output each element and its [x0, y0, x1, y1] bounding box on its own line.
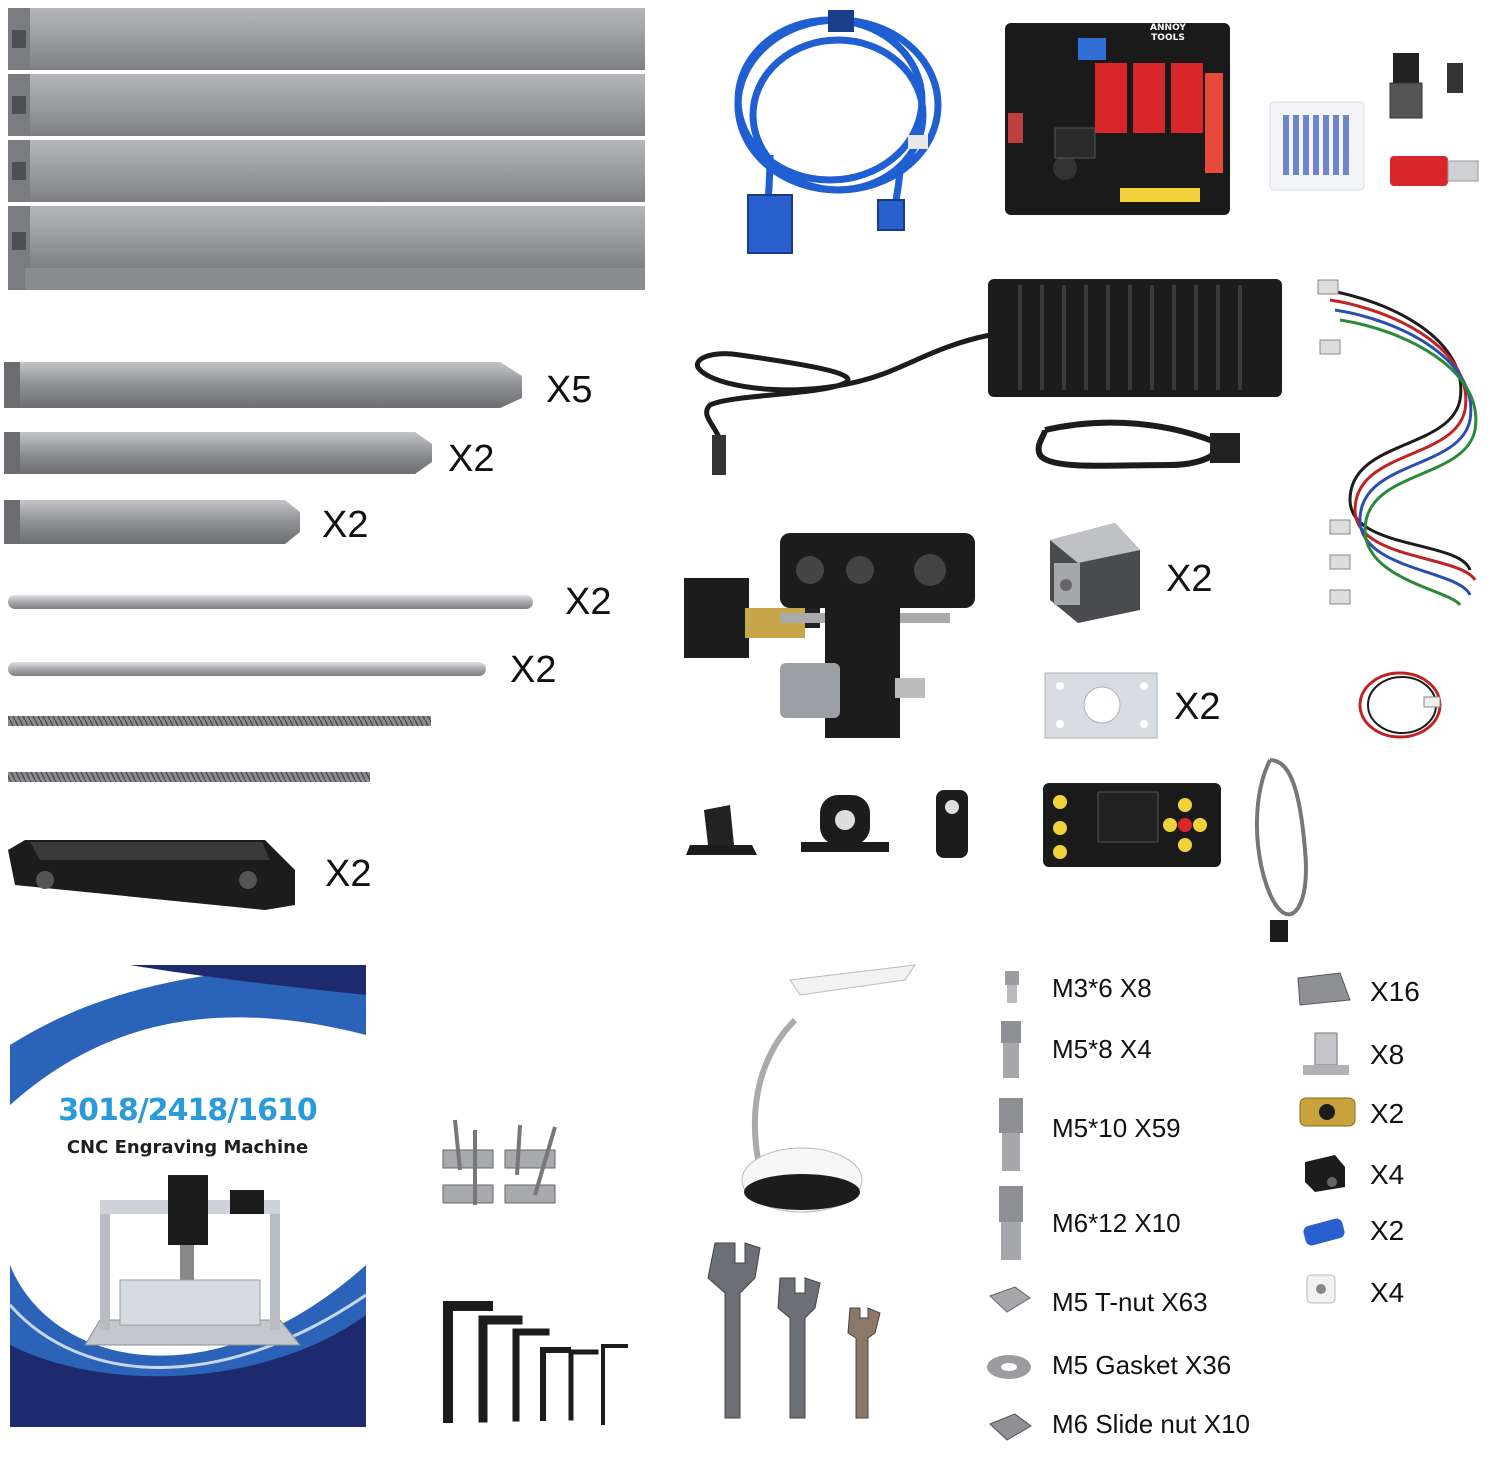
m5-screw-icon	[1001, 1021, 1021, 1078]
rail-parts	[4, 362, 533, 910]
hardware-label: M5*8 X4	[1052, 1034, 1152, 1064]
slide-nut-icon	[989, 1413, 1032, 1441]
rail-qty: X2	[510, 649, 557, 691]
limit-bracket-icon	[936, 790, 968, 858]
motor-plate-icon	[1044, 672, 1158, 739]
accessory-label: X8	[1370, 1039, 1405, 1070]
rail-qty: X2	[325, 853, 372, 895]
profile-rail-long	[4, 362, 522, 408]
profile-rail-medium	[4, 432, 432, 474]
wide-extrusion	[8, 140, 645, 202]
smooth-rod-short	[8, 662, 486, 676]
offline-controller-icon	[1043, 783, 1221, 867]
accessory-label: X4	[1370, 1159, 1405, 1190]
rail-qty: X2	[448, 438, 495, 480]
manual-swoosh	[10, 965, 366, 1427]
brass-nut-icon	[1299, 1097, 1356, 1127]
m3-screw-icon	[1005, 971, 1019, 1003]
gasket-icon	[987, 1355, 1031, 1379]
t-bolts-icon	[442, 1119, 557, 1205]
accessory-label: X2	[1370, 1098, 1405, 1129]
board-brand: ANNOY TOOLS	[1150, 23, 1186, 43]
data-cable-icon	[1254, 758, 1308, 942]
machine-photo	[84, 1175, 302, 1346]
limit-switch-cable-icon	[1358, 671, 1442, 739]
spacer-icon	[1306, 1274, 1336, 1304]
bearing-mount-icon	[801, 795, 889, 852]
wide-extrusion-stack	[8, 8, 645, 290]
coupler-icon	[1303, 1218, 1345, 1246]
corner-bracket-icon	[1297, 972, 1351, 1006]
hardware-label: M6*12 X10	[1052, 1208, 1181, 1238]
m5-long-screw-icon	[999, 1098, 1023, 1171]
usb-cable-icon	[734, 10, 942, 254]
hardware-label: M3*6 X8	[1052, 973, 1152, 1003]
profile-rail-short	[4, 500, 300, 544]
shaft-support-icon	[1303, 1032, 1349, 1075]
motor-cables-icon	[1317, 279, 1478, 607]
wide-extrusion	[8, 74, 645, 136]
hardware-label: M5*10 X59	[1052, 1113, 1181, 1143]
lead-screw-short	[8, 772, 370, 782]
lead-screw-long	[8, 716, 431, 726]
wide-extrusion	[8, 8, 645, 70]
rail-qty: X5	[546, 369, 593, 411]
hardware-label: M5 T-nut X63	[1052, 1287, 1208, 1317]
spindle-bracket-icon	[686, 805, 757, 855]
rail-qty: X2	[322, 504, 369, 546]
led-lamp-icon	[741, 964, 917, 1213]
hardware-label: M5 Gasket X36	[1052, 1350, 1232, 1380]
collet-icon	[1389, 53, 1463, 119]
hex-keys-icon	[443, 1301, 628, 1425]
manual-subtitle: CNC Engraving Machine	[66, 1137, 309, 1158]
hardware-label: M6 Slide nut X10	[1052, 1409, 1251, 1439]
control-board-icon	[1005, 23, 1230, 215]
stepper-motor-icon	[1050, 523, 1140, 623]
slide-block-icon	[1305, 1155, 1345, 1192]
motor-plate-qty: X2	[1174, 686, 1221, 728]
accessory-label: X2	[1370, 1215, 1405, 1246]
rail-qty: X2	[565, 581, 612, 623]
manual-model: 3018/2418/1610	[58, 1093, 317, 1128]
stepper-motor-qty: X2	[1166, 558, 1213, 600]
power-adapter-icon	[695, 279, 1282, 475]
usb-stick-icon	[1390, 156, 1479, 186]
black-support-beam	[8, 840, 295, 910]
m6-screw-icon	[999, 1186, 1023, 1260]
wrenches-icon	[707, 1242, 881, 1419]
engraving-bits-icon	[1269, 101, 1365, 191]
accessory-label: X16	[1370, 976, 1420, 1007]
smooth-rod-long	[8, 595, 533, 609]
manual-cover: 3018/2418/1610 CNC Engraving Machine	[10, 965, 366, 1427]
spindle-assembly-icon	[684, 533, 975, 738]
t-nut-icon	[989, 1286, 1031, 1313]
accessory-label: X4	[1370, 1277, 1405, 1308]
wide-extrusion	[8, 206, 645, 290]
